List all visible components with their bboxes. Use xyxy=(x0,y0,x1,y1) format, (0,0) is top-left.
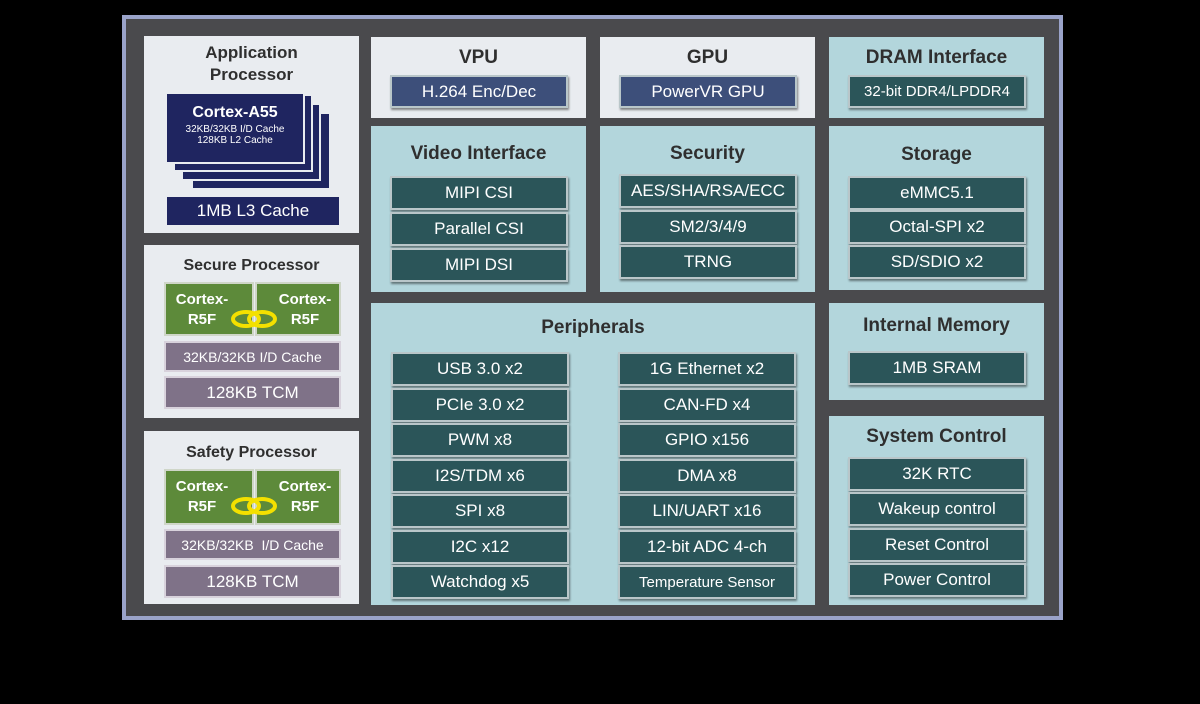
cortex-a55-core: Cortex-A55 32KB/32KB I/D Cache 128KB L2 … xyxy=(165,92,305,164)
system-control-item-3: Reset Control xyxy=(848,528,1026,562)
safety-core-right: Cortex-R5F xyxy=(255,469,341,525)
peripheral-item: SPI x8 xyxy=(391,494,569,528)
peripheral-item: CAN-FD x4 xyxy=(618,387,796,422)
system-control-title: System Control xyxy=(866,426,1007,447)
peripheral-item: DMA x8 xyxy=(618,458,796,493)
system-control-item-2: Wakeup control xyxy=(848,492,1026,526)
safety-cache-box: 32KB/32KB I/D Cache xyxy=(164,529,341,560)
cortex-a55-label: Cortex-A55 xyxy=(192,104,278,121)
dram-interface-panel: DRAM Interface 32-bit DDR4/LPDDR4 xyxy=(829,37,1044,118)
internal-memory-title: Internal Memory xyxy=(863,315,1010,336)
l3-cache-box: 1MB L3 Cache xyxy=(165,195,341,227)
security-panel: Security AES/SHA/RSA/ECC SM2/3/4/9 TRNG xyxy=(600,126,815,292)
security-title: Security xyxy=(670,143,745,164)
lockstep-link-icon xyxy=(231,310,277,328)
secure-cache-box: 32KB/32KB I/D Cache xyxy=(164,341,341,372)
gpu-item: PowerVR GPU xyxy=(619,75,797,108)
peripheral-item: Watchdog x5 xyxy=(391,565,569,599)
dram-interface-title: DRAM Interface xyxy=(865,47,1008,68)
internal-memory-item: 1MB SRAM xyxy=(848,351,1026,385)
dram-item: 32-bit DDR4/LPDDR4 xyxy=(848,75,1026,108)
video-interface-panel: Video Interface MIPI CSI Parallel CSI MI… xyxy=(371,126,586,292)
application-processor-panel: Application Processor Cortex-A55 32KB/32… xyxy=(144,36,359,233)
storage-title: Storage xyxy=(901,144,972,165)
storage-item-2: Octal-SPI x2 xyxy=(848,210,1026,244)
safety-processor-title: Safety Processor xyxy=(186,444,317,461)
peripheral-item: PWM x8 xyxy=(391,423,569,457)
secure-processor-panel: Secure Processor Cortex-R5F Cortex-R5F 3… xyxy=(144,245,359,418)
peripheral-item: I2C x12 xyxy=(391,529,569,564)
peripheral-item: PCIe 3.0 x2 xyxy=(391,387,569,422)
video-interface-title: Video Interface xyxy=(410,143,547,164)
secure-tcm-box: 128KB TCM xyxy=(164,376,341,409)
secure-core-right: Cortex-R5F xyxy=(255,282,341,336)
peripheral-item: I2S/TDM x6 xyxy=(391,458,569,493)
peripheral-item: LIN/UART x16 xyxy=(618,494,796,528)
cortex-a55-cache-l2: 128KB L2 Cache xyxy=(197,135,273,146)
vpu-item: H.264 Enc/Dec xyxy=(390,75,568,108)
storage-item-1: eMMC5.1 xyxy=(848,176,1026,210)
peripheral-item: GPIO x156 xyxy=(618,423,796,457)
storage-panel: Storage eMMC5.1 Octal-SPI x2 SD/SDIO x2 xyxy=(829,126,1044,290)
storage-item-3: SD/SDIO x2 xyxy=(848,245,1026,279)
peripherals-title: Peripherals xyxy=(541,317,645,338)
system-control-item-1: 32K RTC xyxy=(848,457,1026,491)
cortex-a55-cache-l1: 32KB/32KB I/D Cache xyxy=(185,124,285,135)
peripheral-item: USB 3.0 x2 xyxy=(391,352,569,386)
internal-memory-panel: Internal Memory 1MB SRAM xyxy=(829,303,1044,400)
video-item-1: MIPI CSI xyxy=(390,176,568,210)
vpu-panel: VPU H.264 Enc/Dec xyxy=(371,37,586,118)
video-item-2: Parallel CSI xyxy=(390,212,568,246)
application-processor-title: Application Processor xyxy=(205,43,298,84)
security-item-1: AES/SHA/RSA/ECC xyxy=(619,174,797,208)
peripheral-item: Temperature Sensor xyxy=(618,565,796,599)
security-item-2: SM2/3/4/9 xyxy=(619,210,797,244)
safety-core-left: Cortex-R5F xyxy=(164,469,254,525)
vpu-title: VPU xyxy=(458,47,499,68)
safety-processor-panel: Safety Processor Cortex-R5F Cortex-R5F 3… xyxy=(144,431,359,604)
lockstep-link-icon xyxy=(231,497,277,515)
gpu-panel: GPU PowerVR GPU xyxy=(600,37,815,118)
security-item-3: TRNG xyxy=(619,245,797,279)
peripheral-item: 1G Ethernet x2 xyxy=(618,352,796,386)
safety-tcm-box: 128KB TCM xyxy=(164,565,341,598)
system-control-item-4: Power Control xyxy=(848,563,1026,597)
gpu-title: GPU xyxy=(686,47,729,68)
system-control-panel: System Control 32K RTC Wakeup control Re… xyxy=(829,416,1044,605)
peripheral-item: 12-bit ADC 4-ch xyxy=(618,529,796,564)
video-item-3: MIPI DSI xyxy=(390,248,568,282)
secure-processor-title: Secure Processor xyxy=(183,257,320,274)
